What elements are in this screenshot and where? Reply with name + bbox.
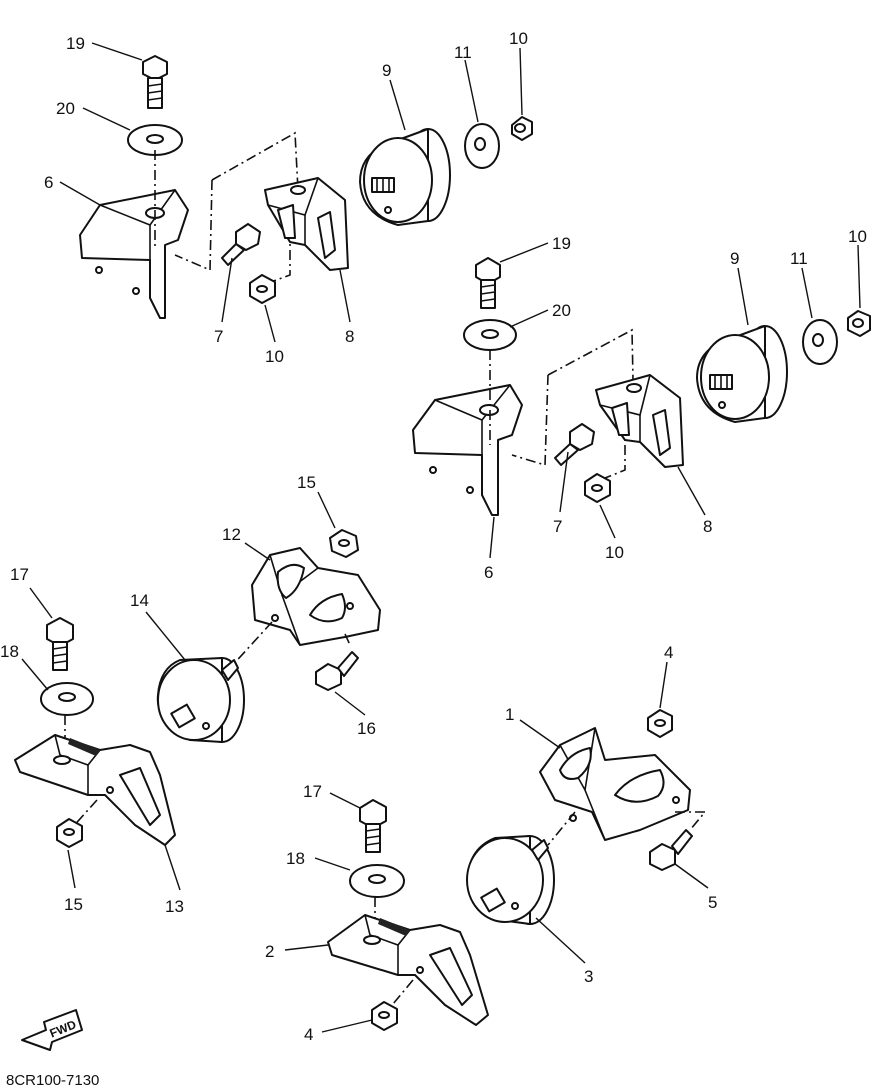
mount-assembly-lower-left — [14, 529, 381, 848]
callout-16: 16 — [357, 719, 376, 738]
nut-10-middle-right — [584, 473, 611, 503]
callout-4: 4 — [664, 643, 673, 662]
callout-2: 2 — [265, 942, 274, 961]
callout-10: 10 — [509, 29, 528, 48]
bracket-12 — [251, 547, 381, 646]
callout-13: 13 — [165, 897, 184, 916]
callout-17: 17 — [10, 565, 29, 584]
bracket-6-upper-left — [79, 189, 189, 319]
bolt-5 — [649, 829, 693, 871]
callout-8: 8 — [703, 517, 712, 536]
bracket-2 — [327, 914, 489, 1026]
rubber-mount-9-upper-left — [359, 128, 451, 226]
callout-12: 12 — [222, 525, 241, 544]
bolt-19-upper-left — [142, 55, 168, 109]
callout-6: 6 — [484, 563, 493, 582]
callout-15: 15 — [297, 473, 316, 492]
callout-10: 10 — [265, 347, 284, 366]
callout-20: 20 — [56, 99, 75, 118]
washer-11-upper-left — [464, 123, 500, 169]
washer-18-right — [349, 864, 405, 898]
nut-10-upper-left — [249, 274, 276, 304]
nut-15-upper — [329, 529, 359, 558]
callout-10: 10 — [605, 543, 624, 562]
callout-3: 3 — [584, 967, 593, 986]
callout-17: 17 — [303, 782, 322, 801]
callout-11: 11 — [790, 249, 808, 268]
nut-10-upper-right-small — [511, 116, 533, 141]
diagram-reference-code: 8CR100-7130 — [6, 1072, 100, 1089]
callout-9: 9 — [382, 61, 391, 80]
nut-4-lower — [371, 1001, 398, 1031]
callout-20: 20 — [552, 301, 571, 320]
rubber-mount-9-middle-right — [696, 325, 788, 423]
washer-20-upper-left — [127, 124, 183, 156]
mount-assembly-lower-right — [327, 709, 707, 1031]
callout-19: 19 — [66, 34, 85, 53]
rubber-mount-3 — [466, 835, 555, 925]
mount-assembly-upper-left — [79, 55, 533, 319]
bracket-1 — [539, 727, 691, 841]
bolt-19-middle-right — [475, 257, 501, 309]
callout-10: 10 — [848, 227, 867, 246]
bracket-6-middle-right — [412, 384, 523, 516]
washer-18-left — [40, 682, 94, 716]
callout-18: 18 — [0, 642, 19, 661]
washer-20-middle-right — [463, 319, 517, 351]
fwd-arrow-icon: FWD — [21, 1009, 83, 1051]
callout-11: 11 — [454, 43, 472, 62]
callout-7: 7 — [553, 517, 562, 536]
bolt-7-middle-right — [554, 423, 595, 466]
callout-18: 18 — [286, 849, 305, 868]
callout-6: 6 — [44, 173, 53, 192]
bolt-17-left — [46, 617, 74, 671]
callout-7: 7 — [214, 327, 223, 346]
callout-8: 8 — [345, 327, 354, 346]
washer-11-middle-right — [802, 319, 838, 365]
callout-4: 4 — [304, 1025, 313, 1044]
bolt-16 — [315, 651, 359, 691]
nut-10-far-right — [847, 310, 871, 337]
rubber-mount-14 — [156, 657, 245, 743]
callout-5: 5 — [708, 893, 717, 912]
bracket-8-upper-left — [264, 177, 349, 271]
nut-15-lower — [56, 818, 83, 848]
bracket-13 — [14, 734, 176, 846]
bracket-8-middle-right — [595, 374, 684, 468]
bolt-17-right — [359, 799, 387, 853]
mount-assembly-middle-right — [412, 257, 871, 516]
callout-15: 15 — [64, 895, 83, 914]
callout-1: 1 — [505, 705, 514, 724]
nut-4-upper — [647, 709, 673, 738]
callout-19: 19 — [552, 234, 571, 253]
leader-lines — [21, 42, 861, 1033]
bolt-7-upper-left — [221, 223, 261, 266]
callout-labels: 19 20 6 9 11 10 7 10 8 19 20 9 11 10 7 8… — [0, 29, 867, 1044]
callout-9: 9 — [730, 249, 739, 268]
callout-14: 14 — [130, 591, 149, 610]
